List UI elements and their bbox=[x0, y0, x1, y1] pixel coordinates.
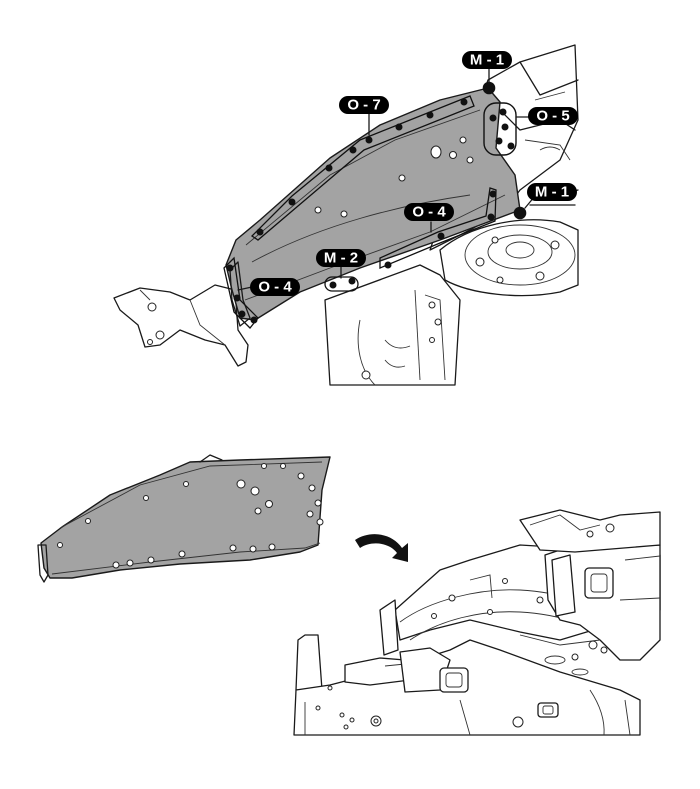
callout-o4-left: O - 4 bbox=[250, 278, 300, 296]
callout-m2-text: M - 2 bbox=[324, 250, 358, 267]
weld-points bbox=[223, 81, 527, 329]
callout-o7-text: O - 7 bbox=[347, 97, 380, 114]
callout-o5: O - 5 bbox=[528, 107, 578, 125]
callout-m2: M - 2 bbox=[316, 249, 366, 267]
installed-view: M - 1 O - 7 O - 5 M - 1 O - 4 M - 2 O - … bbox=[113, 44, 579, 386]
callout-o4-right: O - 4 bbox=[404, 203, 454, 221]
callout-m1-top-text: M - 1 bbox=[470, 52, 504, 69]
body-structure-bottom bbox=[293, 509, 661, 736]
callout-m1-top: M - 1 bbox=[462, 51, 512, 69]
removed-view bbox=[37, 454, 661, 736]
callout-o5-text: O - 5 bbox=[536, 108, 569, 125]
curved-arrow-icon bbox=[355, 534, 408, 562]
callout-o7: O - 7 bbox=[339, 96, 389, 114]
callout-o4-left-text: O - 4 bbox=[258, 279, 292, 296]
callout-m1-right-text: M - 1 bbox=[535, 184, 569, 201]
wheelhouse-panel-removed bbox=[37, 454, 331, 583]
callout-o4-right-text: O - 4 bbox=[412, 204, 446, 221]
front-bracket bbox=[113, 284, 249, 367]
callout-m1-right: M - 1 bbox=[527, 183, 577, 201]
